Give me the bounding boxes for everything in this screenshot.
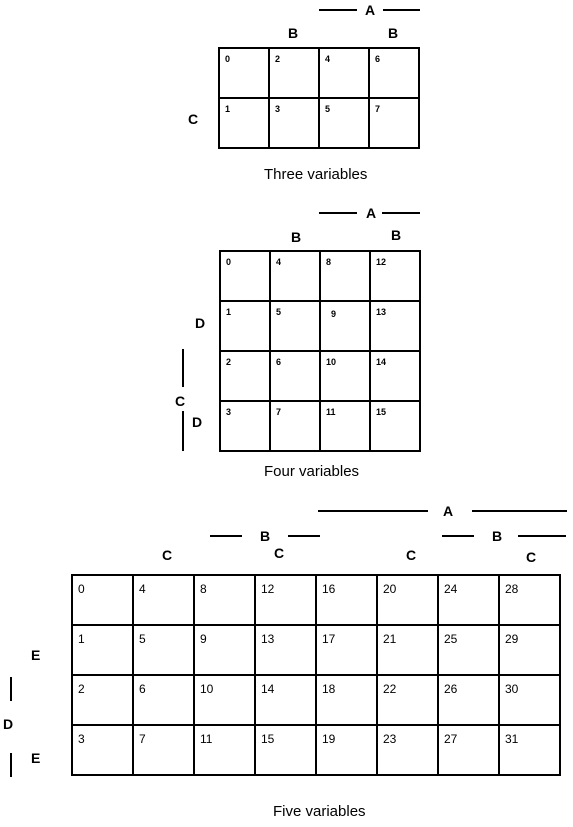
kmap-5-grid: 0 4 8 12 16 20 24 28 1 5 9 13 17 21 25 2… [71, 574, 561, 776]
kmap-cell: 30 [498, 674, 561, 726]
kmap-cell: 17 [315, 624, 378, 676]
kmap-cell: 7 [368, 97, 420, 149]
label-c-2: C [274, 545, 285, 561]
kmap-cell: 19 [315, 724, 378, 776]
a-bar-right [382, 212, 420, 214]
kmap-cell: 31 [498, 724, 561, 776]
kmap-cell: 1 [71, 624, 134, 676]
kmap-cell: 4 [132, 574, 195, 626]
e-bar [10, 753, 12, 777]
label-e-1: E [31, 647, 41, 663]
kmap-cell: 11 [319, 400, 371, 452]
d-bar [10, 677, 12, 701]
kmap-cell: 2 [268, 47, 320, 99]
kmap-cell: 15 [369, 400, 421, 452]
kmap-cell: 8 [319, 250, 371, 302]
kmap-cell: 5 [318, 97, 370, 149]
label-a: A [365, 2, 376, 18]
d-bar [182, 411, 184, 451]
label-b-2: B [391, 227, 402, 243]
label-c-4: C [526, 549, 537, 565]
kmap-cell: 16 [315, 574, 378, 626]
a-bar-right [472, 510, 567, 512]
kmap-cell: 1 [218, 97, 270, 149]
label-c: C [175, 393, 186, 409]
caption-four: Four variables [264, 463, 360, 480]
kmap-cell: 29 [498, 624, 561, 676]
kmap-cell: 4 [269, 250, 321, 302]
kmap-cell: 2 [71, 674, 134, 726]
kmap-cell: 6 [269, 350, 321, 402]
kmap-cell: 23 [376, 724, 439, 776]
kmap-cell: 3 [268, 97, 320, 149]
kmap-cell: 10 [193, 674, 256, 726]
a-bar-left [319, 212, 357, 214]
b-bar-2-right [518, 535, 566, 537]
label-a: A [443, 503, 454, 519]
label-c-3: C [406, 547, 417, 563]
kmap-cell: 12 [369, 250, 421, 302]
kmap-cell: 28 [498, 574, 561, 626]
kmap-cell: 0 [71, 574, 134, 626]
caption-three: Three variables [264, 166, 368, 183]
kmap-cell: 10 [319, 350, 371, 402]
label-d: D [3, 716, 14, 732]
kmap-cell: 12 [254, 574, 317, 626]
kmap-cell: 20 [376, 574, 439, 626]
kmap-cell: 9 [319, 300, 371, 352]
kmap-cell: 27 [437, 724, 500, 776]
kmap-cell: 7 [132, 724, 195, 776]
label-c: C [188, 111, 199, 127]
kmap-cell: 25 [437, 624, 500, 676]
b-bar-1-right [288, 535, 320, 537]
kmap-cell: 1 [219, 300, 271, 352]
kmap-cell: 3 [71, 724, 134, 776]
label-b-1: B [291, 229, 302, 245]
a-bar-left [319, 9, 357, 11]
label-b-1: B [260, 528, 271, 544]
label-c-1: C [162, 547, 173, 563]
label-d-2: D [192, 414, 203, 430]
kmap-cell: 18 [315, 674, 378, 726]
label-d-1: D [195, 315, 206, 331]
label-b-2: B [388, 25, 399, 41]
kmap-cell: 7 [269, 400, 321, 452]
kmap-cell: 6 [368, 47, 420, 99]
kmap-cell: 14 [369, 350, 421, 402]
caption-five: Five variables [273, 803, 366, 820]
b-bar-2-left [442, 535, 474, 537]
kmap-cell: 3 [219, 400, 271, 452]
kmap-cell: 6 [132, 674, 195, 726]
kmap-cell: 0 [218, 47, 270, 99]
kmap-cell: 13 [369, 300, 421, 352]
kmap-4-grid: 0 4 8 12 1 5 9 13 2 6 10 14 3 7 11 15 [219, 250, 421, 452]
label-a: A [366, 205, 377, 221]
label-b-1: B [288, 25, 299, 41]
kmap-cell: 9 [193, 624, 256, 676]
kmap-cell: 2 [219, 350, 271, 402]
kmap-cell: 21 [376, 624, 439, 676]
kmap-cell: 0 [219, 250, 271, 302]
kmap-cell: 5 [132, 624, 195, 676]
kmap-cell: 22 [376, 674, 439, 726]
kmap-cell: 4 [318, 47, 370, 99]
kmap-cell: 14 [254, 674, 317, 726]
c-bar [182, 349, 184, 387]
kmap-cell: 11 [193, 724, 256, 776]
b-bar-1-left [210, 535, 242, 537]
kmap-cell: 15 [254, 724, 317, 776]
a-bar-left [318, 510, 428, 512]
kmap-cell: 26 [437, 674, 500, 726]
kmap-cell: 8 [193, 574, 256, 626]
kmap-cell: 13 [254, 624, 317, 676]
label-e-2: E [31, 750, 41, 766]
kmap-cell: 5 [269, 300, 321, 352]
label-b-2: B [492, 528, 503, 544]
a-bar-right [383, 9, 420, 11]
kmap-cell: 24 [437, 574, 500, 626]
kmap-3-grid: 0 2 4 6 1 3 5 7 [218, 47, 420, 149]
